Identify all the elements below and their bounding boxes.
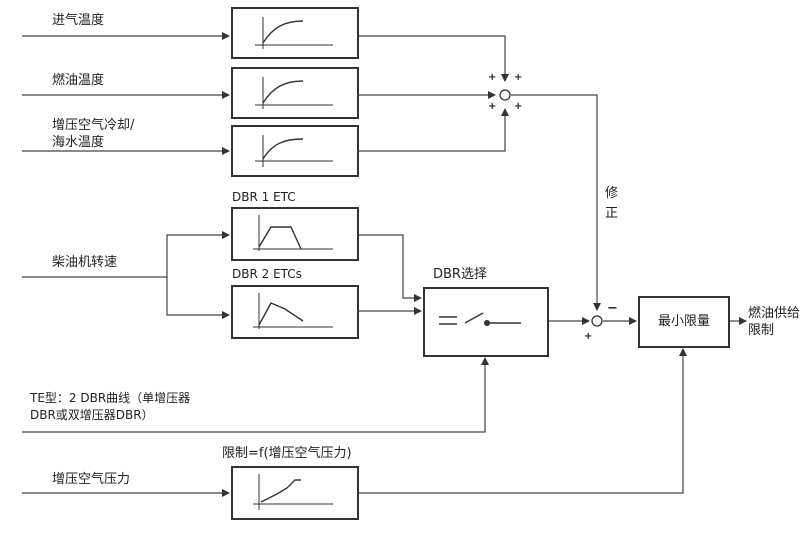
- wire-block3-to-sum: [359, 108, 509, 152]
- sign-plus-bottom-left: +: [488, 101, 497, 112]
- min-limit-block: 最小限量: [638, 296, 730, 348]
- limit-function-label: 限制=f(增压空气压力): [222, 446, 352, 461]
- min-limit-label: 最小限量: [657, 314, 710, 329]
- wire-limit-to-min: [359, 348, 687, 494]
- engine-speed-label: 柴油机转速: [52, 255, 118, 270]
- sign-plus-bottom-right: +: [514, 101, 523, 112]
- wire-to-dbr1: [166, 231, 230, 277]
- wire-block1-to-sum: [359, 35, 509, 82]
- dbr-select-label: DBR选择: [433, 267, 487, 282]
- dbr-select-block: [423, 287, 549, 357]
- dbr1-curve-block: [231, 207, 359, 261]
- dbr1-label: DBR 1 ETC: [232, 190, 296, 204]
- dbr2-label: DBR 2 ETCs: [232, 267, 302, 281]
- summing-junction-dbr: [591, 315, 603, 327]
- te-type-note-line1: TE型：2 DBR曲线（单增压器: [30, 391, 191, 405]
- wire-te-type: [22, 357, 489, 433]
- correction-label-1: 修: [605, 186, 619, 201]
- wire-correction: [511, 94, 601, 311]
- output-label-line1: 燃油供给: [748, 306, 801, 321]
- correction-label-2: 正: [605, 206, 619, 221]
- sign-plus-top-left: +: [488, 72, 497, 83]
- dbr2-curve-graph: [253, 293, 333, 329]
- intake-temp-label: 进气温度: [52, 13, 105, 28]
- sign-plus-top-right: +: [514, 72, 523, 83]
- boost-limit-curve-graph: [253, 474, 333, 510]
- boost-limit-curve-block: [231, 466, 359, 520]
- dbr2-curve-block: [231, 285, 359, 339]
- summing-junction-correction: [499, 89, 511, 101]
- wire-to-dbr2: [166, 277, 230, 319]
- output-label-line2: 限制: [748, 323, 775, 338]
- cooling-temp-label-line1: 增压空气冷却/: [52, 118, 135, 133]
- curve-graph: [255, 17, 333, 49]
- dbr1-curve-graph: [253, 215, 333, 251]
- curve-graph: [255, 135, 333, 167]
- curve-graph: [255, 77, 333, 109]
- fuel-temp-curve-block: [231, 67, 359, 119]
- fuel-temp-label: 燃油温度: [52, 73, 105, 88]
- intake-temp-curve-block: [231, 7, 359, 59]
- cooling-temp-label-line2: 海水温度: [52, 135, 105, 150]
- boost-pressure-label: 增压空气压力: [52, 472, 131, 487]
- wire-dbr1-to-select: [359, 234, 422, 302]
- te-type-note-line2: DBR或双增压器DBR）: [30, 408, 154, 422]
- selector-switch-icon: [439, 312, 521, 326]
- cooling-temp-curve-block: [231, 125, 359, 177]
- sign-minus: −: [607, 301, 618, 316]
- sign-plus-bottom: +: [584, 331, 593, 342]
